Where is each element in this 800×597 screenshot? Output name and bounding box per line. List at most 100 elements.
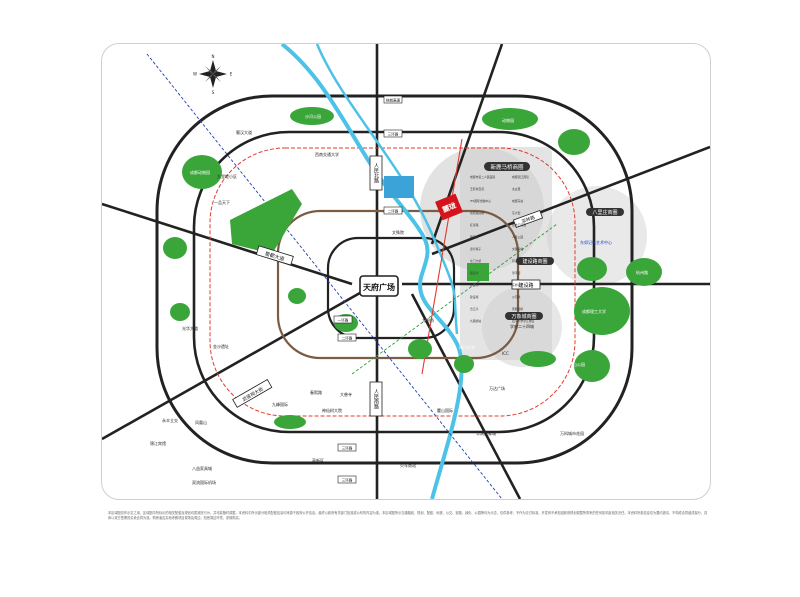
map-frame: 天府广场 麓珑 新鹿马桥商圈 建设路商圈 万象城商圈 八里庄商圈 人民北路 人民… xyxy=(101,43,711,500)
metro-line-green xyxy=(351,223,558,375)
small-label: 骡马市 xyxy=(470,235,479,239)
poi-chuanyuan: 一品天下 xyxy=(214,200,230,205)
small-label: 水碾河 xyxy=(470,283,479,287)
poi-yongfeng: 永丰立交 xyxy=(162,417,178,423)
poi-jinjiang: 锦江宾馆 xyxy=(150,440,166,446)
poi-wenshu: 文殊院 xyxy=(392,229,404,235)
small-label: 文殊院站 xyxy=(512,247,523,251)
small-label: 九眼桥站 xyxy=(470,319,481,323)
poi-dacisi: 大慈寺 xyxy=(340,391,352,397)
river-main xyxy=(280,44,464,499)
center-label: 天府广场 xyxy=(363,282,395,292)
small-label: 建设巷 xyxy=(470,295,479,299)
poi-tech-univ: 成都理工大学 xyxy=(582,308,606,314)
svg-text:二环路: 二环路 xyxy=(388,209,399,214)
poi-wanda: 万达广场 xyxy=(489,385,505,391)
poi-park-nw: 沙河公园 xyxy=(305,113,321,119)
poi-jiuyan: 九眼桥 xyxy=(422,317,434,323)
svg-text:二环路: 二环路 xyxy=(342,336,353,341)
small-label: 成都东站 xyxy=(512,199,523,203)
metro-line-red xyxy=(421,138,463,375)
small-label: 宽窄巷子 xyxy=(470,247,481,251)
small-label: 人民公园 xyxy=(512,235,523,239)
poi-fenghuang: 凤凰山 xyxy=(195,419,207,425)
blue-block xyxy=(384,176,414,198)
svg-text:三环路: 三环路 xyxy=(388,132,399,137)
poi-jiuzhai: 九峰国际 xyxy=(272,401,288,407)
poi-luolong: 麓山国际 xyxy=(437,407,453,413)
poi-wanke: 万科城市花园 xyxy=(560,430,584,436)
svg-text:W: W xyxy=(193,72,197,77)
svg-text:绕城高速: 绕城高速 xyxy=(386,98,401,103)
metro-loop-red xyxy=(209,147,576,417)
zone-tag-bajiao: 八里庄商圈 xyxy=(586,208,624,216)
ring-labels: 绕城高速 三环路 二环路 一环路 二环路 三环路 三环路 xyxy=(333,95,403,484)
small-label: 望平街 xyxy=(512,271,521,275)
poi-chunxi: 春熙路 xyxy=(310,389,322,395)
small-label: 北门大桥 xyxy=(470,259,481,263)
svg-text:建设路商圈: 建设路商圈 xyxy=(522,258,547,265)
road-tag-renmin-north: 人民北路 xyxy=(369,155,383,191)
small-label: 王府井百货 xyxy=(470,187,484,191)
poi-yandao: 塔子山公园 xyxy=(565,361,585,367)
zone-tag-wanxiang: 万象城商圈 xyxy=(505,312,543,320)
small-label: 成都锦江宾馆 xyxy=(512,175,529,179)
small-label: 猛追湾 xyxy=(470,271,479,275)
compass-rose-icon: N S E W xyxy=(193,54,233,95)
poi-icc: ICC xyxy=(502,351,509,356)
small-label: 沙河堡 xyxy=(512,295,521,299)
poi-huoche-s: 火车南站 xyxy=(400,462,416,468)
road-tag-shuanglin: 双林路 xyxy=(512,209,544,229)
green-areas xyxy=(163,107,662,429)
poi-shenxian: 神仙树大院 xyxy=(322,407,342,413)
center-badge xyxy=(359,275,399,297)
poi-hangyu: 杭州路 xyxy=(636,269,648,275)
svg-text:建设路: 建设路 xyxy=(518,282,533,289)
svg-text:S: S xyxy=(212,90,215,95)
small-labels: 成都市第二人民医院成都锦江宾馆王府井百货太古里IFS国际金融中心成都东站春熙路商… xyxy=(470,175,535,323)
city-map: 天府广场 麓珑 新鹿马桥商圈 建设路商圈 万象城商圈 八里庄商圈 人民北路 人民… xyxy=(102,44,710,499)
small-label: 成都市第二人民医院 xyxy=(470,175,495,179)
svg-text:三环路: 三环路 xyxy=(342,478,353,483)
svg-text:万象城商圈: 万象城商圈 xyxy=(511,313,536,320)
small-label: 府青路 xyxy=(512,259,521,263)
svg-text:新鹿马桥商圈: 新鹿马桥商圈 xyxy=(490,163,524,171)
poi-park-w: 成都动物园 xyxy=(190,169,210,175)
svg-text:一环路: 一环路 xyxy=(338,318,349,323)
small-label: 安顺廊桥 xyxy=(512,307,523,311)
poi-labels: 动物园 沙河公园 成都动物园 四川大学 东郊记忆艺术中心 成都理工大学 杭州路 … xyxy=(150,113,648,485)
project-marker xyxy=(435,193,463,221)
river-branch xyxy=(315,44,459,335)
poi-jinxiu: 蜀汉大道 xyxy=(236,129,252,135)
svg-text:双林路: 双林路 xyxy=(520,214,536,225)
poi-zoo: 动物园 xyxy=(502,117,514,123)
poi-gaoxin: 高新区 xyxy=(312,457,324,463)
poi-xueyu: 学府二十四城 xyxy=(510,323,534,329)
zone-tag-jianshelu: 建设路商圈 xyxy=(516,257,554,265)
svg-text:E: E xyxy=(230,72,233,77)
svg-text:人民南路: 人民南路 xyxy=(373,389,379,410)
small-label: 太古里 xyxy=(512,187,521,191)
poi-sichuan-univ: 四川大学 xyxy=(459,344,475,350)
small-label: 四川大学望江校区 xyxy=(512,319,535,323)
svg-text:N: N xyxy=(212,54,215,59)
small-label: 东郊记忆 xyxy=(512,283,523,287)
small-label: 春熙路商圈 xyxy=(470,211,484,215)
poi-bajiao: 八益家具城 xyxy=(192,465,212,471)
small-label: 红星路 xyxy=(470,223,479,227)
poi-museum: 东郊记忆艺术中心 xyxy=(580,239,612,245)
road-tag-renmin-south: 人民南路 xyxy=(369,381,383,417)
small-label: 合江亭 xyxy=(470,307,479,311)
svg-text:八里庄商圈: 八里庄商圈 xyxy=(592,209,617,216)
small-label: 东大街 xyxy=(512,211,521,215)
road-tag-wuhou: 武侯祠大街 xyxy=(232,378,273,408)
small-label: 盐市口商圈 xyxy=(512,223,526,227)
svg-text:人民北路: 人民北路 xyxy=(373,163,379,184)
poi-southwest: 西南交通大学 xyxy=(315,151,339,157)
road-tag-jianshe: 建设路 xyxy=(511,279,541,290)
zone-tag-xinjinma: 新鹿马桥商圈 xyxy=(484,162,530,171)
poi-guanghua: 光华大道 xyxy=(182,325,198,331)
poi-jinsha: 金沙遗址 xyxy=(213,343,229,349)
poi-jiuli: 九里堤小区 xyxy=(217,173,237,179)
svg-text:三环路: 三环路 xyxy=(342,446,353,451)
